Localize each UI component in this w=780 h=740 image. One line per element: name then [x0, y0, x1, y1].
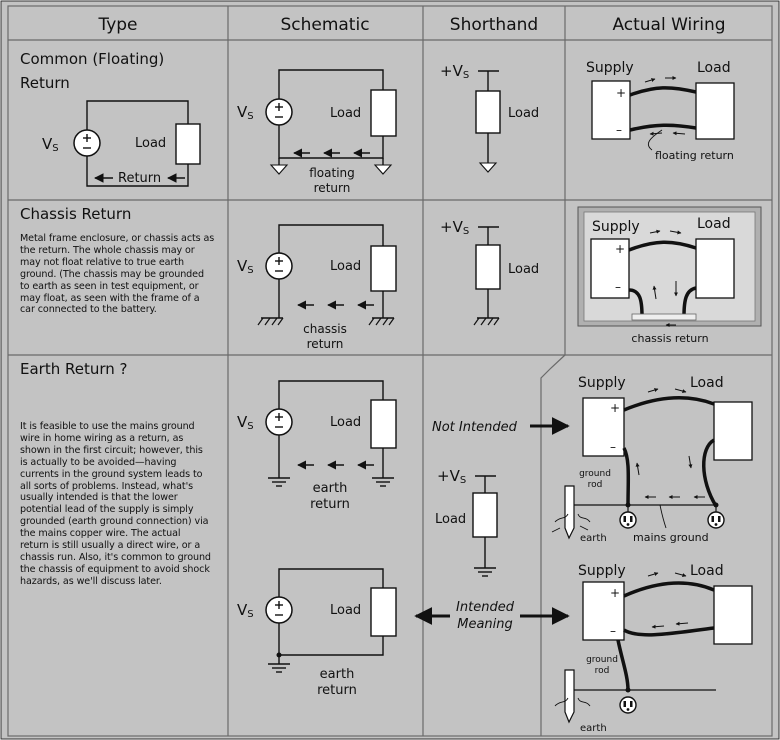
- chassis-wir-load: Load: [697, 216, 731, 232]
- common-sch-vs: VS: [237, 103, 254, 122]
- earth-wir1-plus: +: [610, 401, 620, 415]
- intended-label-1: Intended: [456, 600, 515, 615]
- common-shorthand: [475, 70, 501, 173]
- intended-label-2: Meaning: [457, 617, 513, 632]
- common-wir-plus: +: [616, 86, 626, 100]
- common-sch-return: return: [314, 181, 351, 195]
- header-type: Type: [97, 15, 137, 35]
- chassis-schematic: [257, 224, 397, 326]
- chassis-sch-load: Load: [330, 259, 361, 274]
- earth-wir2-minus: –: [610, 624, 616, 638]
- chassis-sh-vs: +VS: [440, 218, 469, 237]
- common-type-circuit: [73, 100, 201, 187]
- chassis-shorthand: [473, 226, 501, 326]
- earth-wir1-load: Load: [690, 375, 724, 391]
- earth1-sch-vs: VS: [237, 413, 254, 432]
- earth-wir2-supply: Supply: [578, 563, 626, 579]
- common-title-1: Common (Floating): [20, 50, 164, 68]
- common-sch-load: Load: [330, 106, 361, 121]
- chassis-sh-load: Load: [508, 262, 539, 277]
- chassis-wir-caption: chassis return: [631, 332, 708, 345]
- common-schematic: [265, 69, 397, 175]
- earth2-sch-earth: earth: [320, 667, 355, 682]
- earth-wir2-load: Load: [690, 563, 724, 579]
- header-schematic: Schematic: [280, 15, 369, 35]
- common-sh-load: Load: [508, 106, 539, 121]
- earth-wir1-earth: earth: [580, 533, 607, 544]
- earth-schematic-2: [265, 568, 397, 673]
- common-sh-vs: +VS: [440, 62, 469, 81]
- not-intended-label: Not Intended: [432, 420, 518, 435]
- chassis-sch-chassis: chassis: [303, 322, 347, 336]
- chassis-wiring: [577, 206, 762, 327]
- earth-description: It is feasible to use the mains ground w…: [20, 421, 211, 587]
- earth-wir2-ground-2: rod: [595, 666, 610, 676]
- earth-wir1-supply: Supply: [578, 375, 626, 391]
- earth1-sch-earth: earth: [313, 481, 348, 496]
- header-wiring: Actual Wiring: [612, 15, 725, 35]
- chassis-wir-supply: Supply: [592, 219, 640, 235]
- earth-wiring-2: [554, 572, 753, 724]
- earth-wir1-ground-1: ground: [579, 469, 611, 479]
- common-title-2: Return: [20, 74, 70, 92]
- earth-wir2-earth: earth: [580, 723, 607, 734]
- common-wir-minus: –: [616, 123, 622, 137]
- earth2-sch-load: Load: [330, 603, 361, 618]
- earth-schematic-1: [265, 380, 397, 487]
- common-type-load: Load: [135, 136, 166, 151]
- earth-wiring-1: [551, 388, 753, 540]
- common-type-return: Return: [118, 171, 161, 186]
- earth-wir1-ground-2: rod: [588, 480, 603, 490]
- earth-shorthand: [472, 475, 498, 577]
- earth-title: Earth Return ?: [20, 360, 128, 378]
- chassis-sch-return: return: [307, 337, 344, 351]
- common-wiring: [591, 76, 735, 151]
- chassis-sch-vs: VS: [237, 257, 254, 276]
- earth-wir2-ground-1: ground: [586, 655, 618, 665]
- earth2-sch-return: return: [317, 683, 357, 698]
- common-vs: VS: [42, 135, 59, 154]
- earth1-sch-load: Load: [330, 415, 361, 430]
- earth-sh-load: Load: [435, 512, 466, 527]
- chassis-wir-minus: –: [615, 280, 621, 294]
- earth-wir2-plus: +: [610, 586, 620, 600]
- earth1-sch-return: return: [310, 497, 350, 512]
- chassis-description: Metal frame enclosure, or chassis acts a…: [20, 233, 215, 316]
- header-shorthand: Shorthand: [450, 15, 538, 35]
- earth2-sch-vs: VS: [237, 601, 254, 620]
- common-wir-caption: floating return: [655, 149, 734, 162]
- common-sch-floating: floating: [309, 166, 355, 180]
- earth-wir1-minus: –: [610, 440, 616, 454]
- chassis-wir-plus: +: [615, 242, 625, 256]
- chassis-title: Chassis Return: [20, 205, 131, 223]
- common-wir-load: Load: [697, 60, 731, 76]
- earth-wir1-mains: mains ground: [633, 531, 709, 544]
- common-wir-supply: Supply: [586, 60, 634, 76]
- earth-sh-vs: +VS: [437, 467, 466, 486]
